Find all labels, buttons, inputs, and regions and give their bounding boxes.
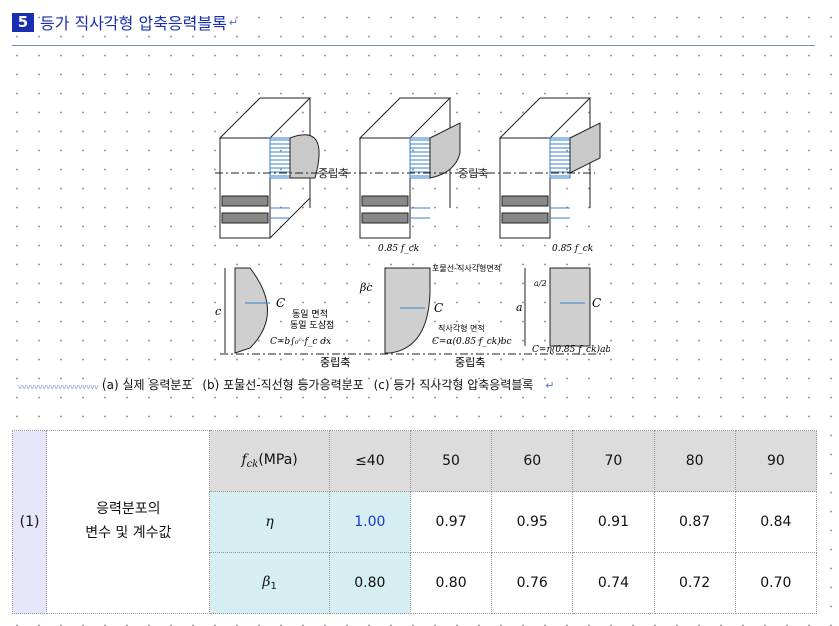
c-top-label: 0.85 f_ck (552, 244, 593, 254)
a-label: a (516, 301, 523, 314)
paragraph-mark-icon: ↵ (545, 379, 555, 392)
b-top-label: 0.85 f_ck (378, 244, 419, 254)
beta-value-3: 0.74 (572, 552, 655, 614)
eta-value-1: 0.97 (409, 491, 493, 553)
c-label: c (215, 305, 221, 318)
wave-decoration: ᵥᵥᵥᵥᵥᵥᵥᵥᵥᵥᵥᵥᵥᵥᵥᵥᵥᵥᵥᵥ (18, 378, 99, 392)
eta-value-0: 1.00 (328, 491, 411, 553)
table-row-header: (1) 응력분포의 변수 및 계수값 fck(MPa) ≤40 50 60 70… (11, 430, 818, 614)
stress-b: 0.85 f_ck βc C 포물선-직사각형면적 직사각형 면적 C=α(0.… (359, 244, 512, 354)
formula-b: C=α(0.85 f_ck)bc (432, 336, 512, 347)
beta-c-label: βc (359, 281, 373, 294)
section-title: 등가 직사각형 압축응력블록 (40, 14, 227, 33)
col-header-4: 80 (653, 430, 736, 492)
block-c-3d (498, 97, 601, 239)
col-header-1: 50 (409, 430, 493, 492)
fck-header: fck(MPa) (209, 430, 330, 492)
force-c-c: C (592, 296, 601, 310)
label-cell: 응력분포의 변수 및 계수값 (46, 430, 211, 614)
block-a-3d (218, 97, 320, 239)
label-line1: 응력분포의 (96, 501, 161, 518)
beta-value-1: 0.80 (409, 552, 493, 614)
col-header-3: 70 (572, 430, 655, 492)
beta-value-0: 0.80 (328, 552, 411, 614)
coefficient-table: (1) 응력분포의 변수 및 계수값 fck(MPa) ≤40 50 60 70… (11, 430, 818, 614)
a-half-label: a/2 (534, 279, 547, 288)
label-line2: 변수 및 계수값 (85, 525, 172, 541)
stress-c: 0.85 f_ck a a/2 C C=η(0.85 f_ck)ab (516, 244, 610, 355)
formula-a: C=b∫₀ᶜ f_c dx (270, 337, 331, 347)
caption-a: (a) 실제 응력분포 (101, 378, 193, 392)
rect-area-label: 직사각형 면적 (438, 323, 485, 333)
figure-caption: ᵥᵥᵥᵥᵥᵥᵥᵥᵥᵥᵥᵥᵥᵥᵥᵥᵥᵥᵥᵥ (a) 실제 응력분포 (b) 포물선… (18, 376, 738, 393)
beta-value-4: 0.72 (653, 552, 736, 614)
col-header-0: ≤40 (328, 430, 411, 492)
header-divider (12, 45, 815, 46)
eta-value-2: 0.95 (491, 491, 574, 553)
neutral-axis-label-top1: 중립축 (318, 167, 348, 180)
row-index-cell: (1) (11, 430, 48, 614)
neutral-axis-label-b1: 중립축 (320, 356, 350, 368)
eta-value-3: 0.91 (572, 491, 655, 553)
force-c-b: C (434, 301, 443, 315)
caption-b: (b) 포물선-직선형 등가응력분포 (202, 378, 364, 392)
eta-value-4: 0.87 (653, 491, 736, 553)
beta-value-2: 0.76 (491, 552, 574, 614)
eta-value-5: 0.84 (734, 491, 818, 553)
neutral-axis-label-b2: 중립축 (455, 356, 485, 368)
formula-c: C=η(0.85 f_ck)ab (532, 344, 610, 355)
table-row-beta: β1 0.80 0.80 0.76 0.74 0.72 0.70 (13, 552, 818, 614)
neutral-axis-label-top2: 중립축 (458, 167, 488, 180)
table-row-eta: η 1.00 0.97 0.95 0.91 0.87 0.84 (13, 491, 818, 553)
section-header: 5 등가 직사각형 압축응력블록 ↵ (12, 8, 238, 36)
eta-label: η (209, 491, 330, 553)
parabola-rect-label: 포물선-직사각형면적 (432, 263, 501, 273)
section-number-badge: 5 (12, 12, 34, 32)
caption-c: (c) 등가 직사각형 압축응력블록 (373, 378, 534, 392)
stress-block-diagram: 중립축 중립축 c C 동일 면적 동일 도심점 C=b∫₀ᶜ f_c dx 0… (215, 97, 610, 368)
col-header-2: 60 (491, 430, 574, 492)
beta-value-5: 0.70 (734, 552, 818, 614)
beta-label: β1 (209, 552, 330, 614)
equal-area-label: 동일 면적 (292, 308, 328, 320)
col-header-5: 90 (734, 430, 818, 492)
force-c-a: C (276, 296, 285, 310)
equal-centroid-label: 동일 도심점 (290, 319, 334, 331)
block-b-3d (358, 97, 461, 239)
stress-a: c C 동일 면적 동일 도심점 C=b∫₀ᶜ f_c dx (215, 267, 334, 354)
paragraph-mark-icon: ↵ (228, 15, 239, 29)
